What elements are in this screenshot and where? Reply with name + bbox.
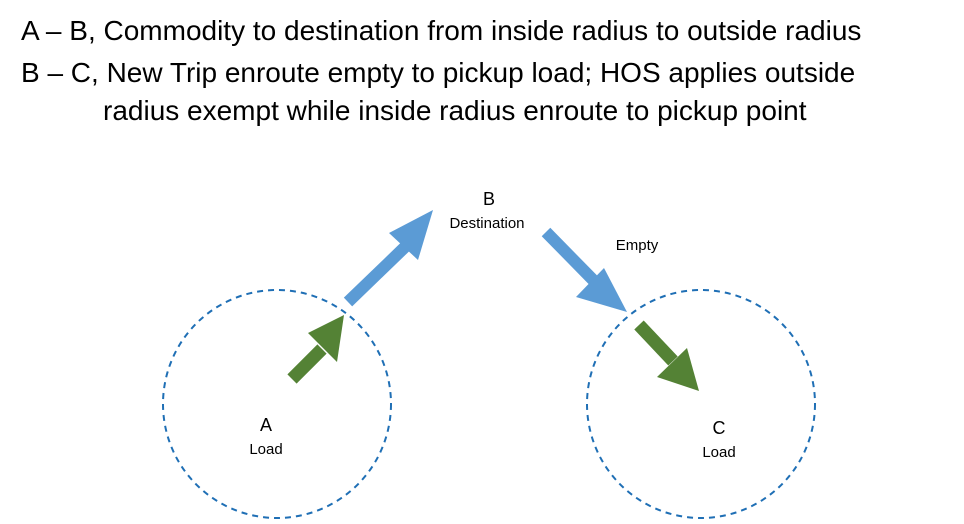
node-a-sublabel: Load: [249, 441, 282, 458]
node-b-sublabel: Destination: [449, 215, 524, 232]
node-c-letter: C: [713, 418, 726, 438]
caption-block: A – B, Commodity to destination from ins…: [0, 0, 964, 140]
edge-label-empty: Empty: [616, 237, 659, 254]
caption-line-b-c: B – C, New Trip enroute empty to pickup …: [21, 57, 856, 88]
node-a-letter: A: [260, 415, 272, 435]
caption-line-b-c-continued: radius exempt while inside radius enrout…: [103, 95, 807, 126]
radius-circle-c: [586, 289, 816, 519]
radius-circle-a: [162, 289, 392, 519]
node-c-sublabel: Load: [702, 444, 735, 461]
caption-line-a-b: A – B, Commodity to destination from ins…: [21, 15, 862, 46]
arrow-a-inside-radius: [287, 315, 344, 384]
arrow-a-to-b: [343, 210, 433, 307]
node-b-letter: B: [483, 189, 495, 209]
arrow-b-to-c-empty: [541, 227, 627, 312]
arrow-c-inside-radius: [634, 320, 699, 391]
